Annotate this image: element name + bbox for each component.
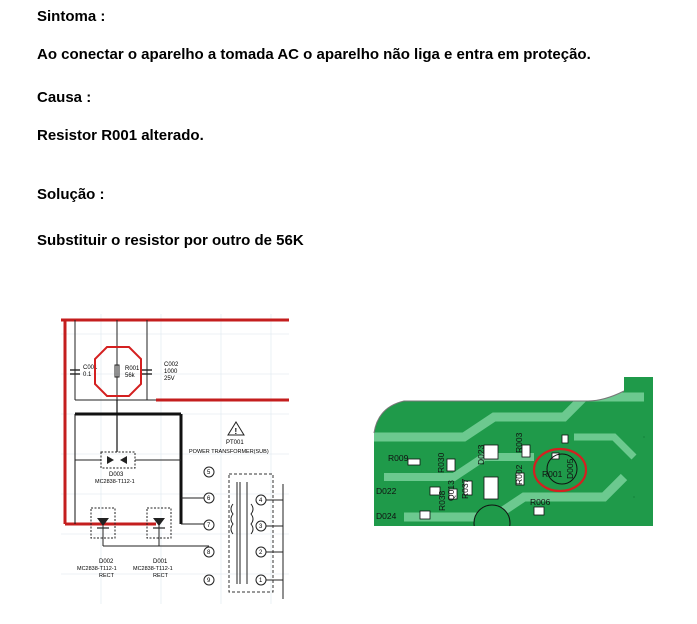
d002-label: D002	[99, 559, 114, 565]
sintoma-text: Ao conectar o aparelho a tomada AC o apa…	[37, 46, 591, 63]
causa-text: Resistor R001 alterado.	[37, 127, 204, 144]
c001-value: 0.1	[83, 372, 92, 378]
pin-9: 9	[207, 578, 211, 584]
pcb-d024: D024	[376, 511, 397, 521]
pin-6: 6	[207, 496, 211, 502]
pcb-r009: R009	[388, 453, 409, 463]
causa-heading: Causa :	[37, 89, 92, 106]
pin-8: 8	[207, 550, 211, 556]
d001-type: RECT	[153, 573, 169, 579]
pcb-r030: R030	[436, 452, 446, 473]
solucao-heading: Solução :	[37, 186, 105, 203]
d002-part: MC2838-T112-1	[77, 566, 117, 572]
pt001-label: PT001	[226, 440, 244, 446]
pin-3: 3	[259, 524, 263, 530]
solucao-text: Substituir o resistor por outro de 56K	[37, 232, 304, 249]
pin-2: 2	[259, 550, 263, 556]
c002-value-1: 1000	[164, 369, 178, 375]
pin-1: 1	[259, 578, 263, 584]
d003-part: MC2838-T112-1	[95, 479, 135, 485]
circuit-schematic-figure: C001 0.1 R001 56k C002 1000 25V D003 MC2…	[61, 314, 289, 604]
pcb-r003: R003	[514, 432, 524, 453]
pt001-description: POWER TRANSFORMER(SUB)	[189, 449, 269, 455]
r001-label: R001	[125, 366, 140, 372]
c002-value-2: 25V	[164, 376, 175, 382]
pin-7: 7	[207, 523, 211, 529]
pcb-d005: D005	[565, 458, 575, 479]
pcb-d023: D023	[476, 444, 486, 465]
d002-type: RECT	[99, 573, 115, 579]
c001-label: C001	[83, 365, 98, 371]
pcb-r002: R002	[514, 464, 524, 485]
pin-5: 5	[207, 470, 211, 476]
pcb-q013: Q013	[446, 480, 456, 501]
pcb-r006: R006	[530, 497, 551, 507]
r001-value: 56k	[125, 373, 136, 379]
d001-label: D001	[153, 559, 168, 565]
c002-label: C002	[164, 362, 179, 368]
sintoma-heading: Sintoma :	[37, 8, 106, 25]
pcb-r038: R038	[437, 490, 447, 511]
d003-label: D003	[109, 472, 124, 478]
svg-text:!: !	[235, 427, 238, 436]
pcb-r001: R001	[542, 469, 563, 479]
pin-4: 4	[259, 498, 263, 504]
pcb-d022: D022	[376, 486, 397, 496]
pcb-layout-figure: R009 R030 D023 R003 R002 R001 D005 D022 …	[344, 377, 653, 526]
d001-part: MC2838-T112-1	[133, 566, 173, 572]
pcb-r037: R037	[460, 478, 470, 499]
